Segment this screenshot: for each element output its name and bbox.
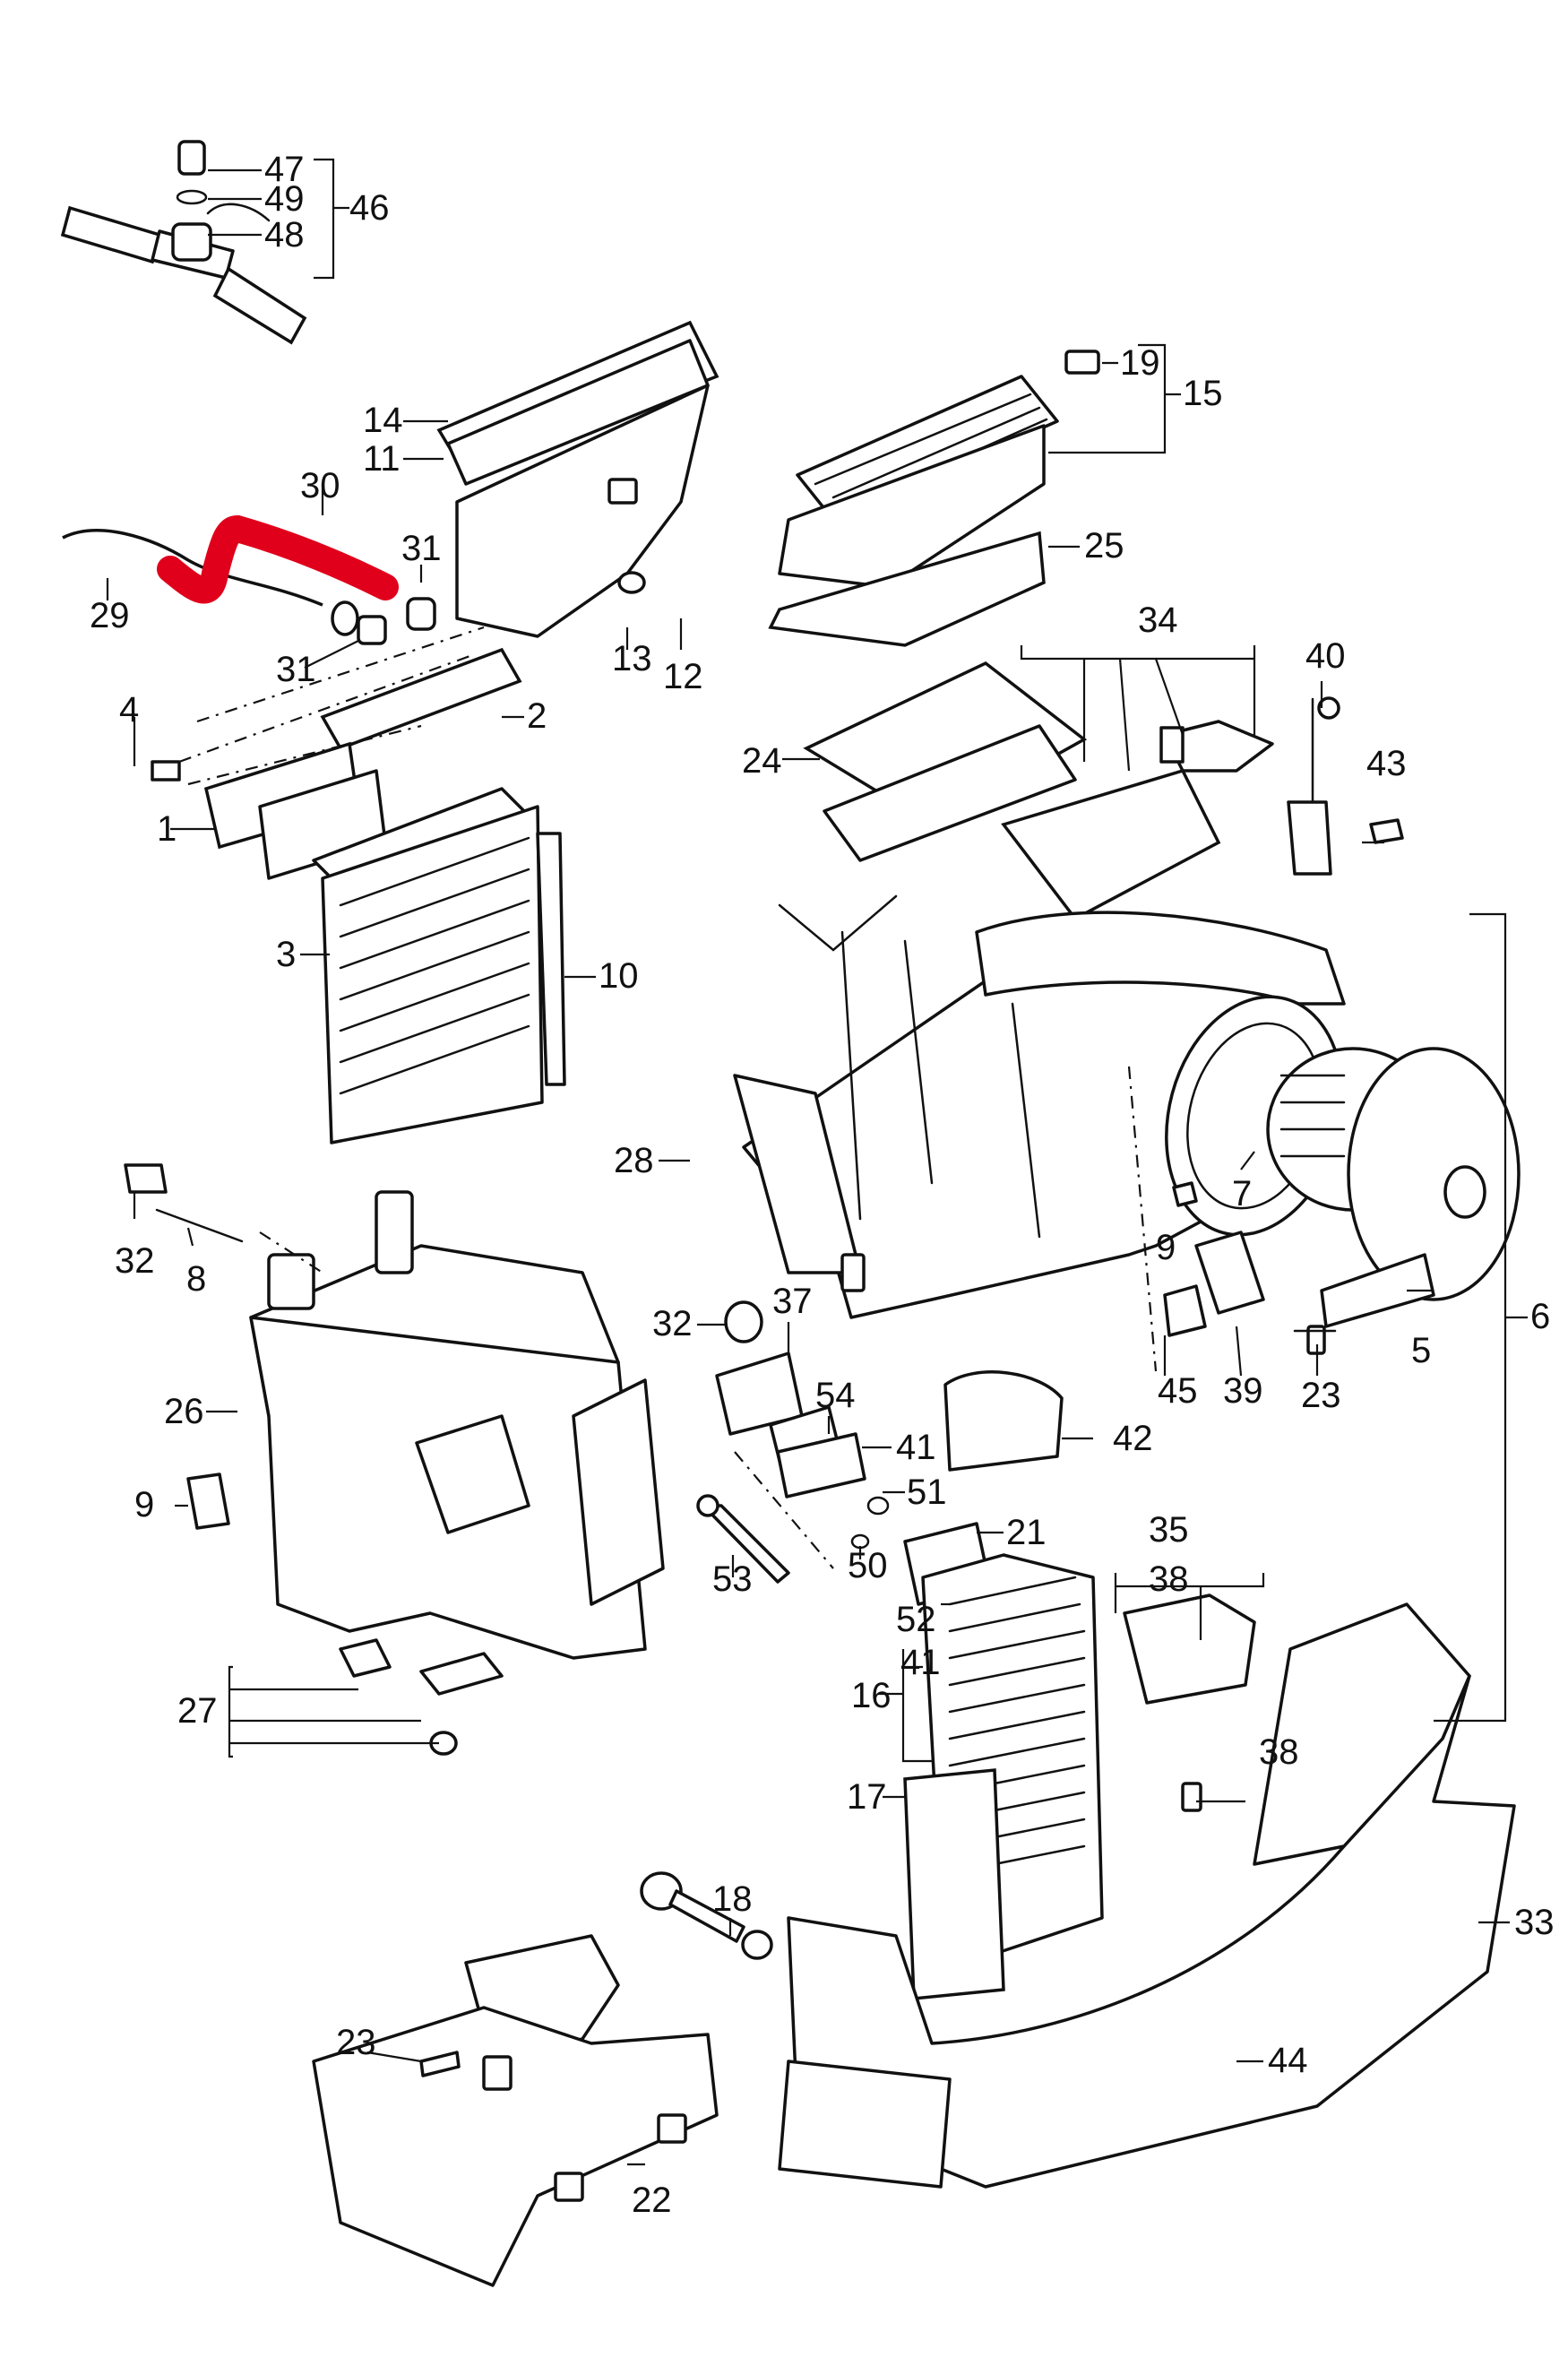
callout-52: 52 bbox=[896, 1600, 936, 1639]
callout-34: 34 bbox=[1138, 600, 1178, 640]
hoses bbox=[62, 514, 436, 645]
callout-1: 1 bbox=[157, 809, 177, 849]
blower-motor bbox=[1165, 995, 1521, 1328]
callout-labels: 47 49 48 46 19 15 14 11 30 25 31 29 13 1… bbox=[90, 150, 1555, 2220]
bolt-18 bbox=[640, 1871, 773, 1960]
callout-53: 53 bbox=[712, 1559, 753, 1599]
pollen-filter bbox=[768, 350, 1100, 647]
callout-50: 50 bbox=[848, 1546, 888, 1585]
main-housing bbox=[733, 894, 1346, 1319]
callout-41-lower: 41 bbox=[900, 1643, 941, 1682]
callout-32-left: 32 bbox=[115, 1241, 155, 1281]
callout-19: 19 bbox=[1120, 343, 1160, 383]
callout-26: 26 bbox=[164, 1392, 204, 1431]
callout-42: 42 bbox=[1113, 1419, 1153, 1458]
valve-assembly bbox=[60, 140, 307, 345]
callout-48: 48 bbox=[264, 215, 305, 255]
callout-10: 10 bbox=[599, 956, 639, 996]
callout-4: 4 bbox=[119, 690, 139, 730]
footwell-duct bbox=[312, 1934, 719, 2287]
callout-31-lower: 31 bbox=[276, 650, 316, 689]
callout-23-left: 23 bbox=[336, 2023, 376, 2062]
callout-11: 11 bbox=[363, 439, 401, 479]
callout-30: 30 bbox=[300, 466, 340, 505]
callout-18: 18 bbox=[712, 1879, 753, 1919]
callout-45: 45 bbox=[1158, 1371, 1198, 1411]
callout-35: 35 bbox=[1149, 1510, 1189, 1550]
assembly-lines bbox=[178, 626, 1158, 1569]
heater-core bbox=[151, 647, 566, 1144]
callout-49: 49 bbox=[264, 179, 305, 219]
upper-housing bbox=[803, 661, 1404, 921]
heater-hose-highlighted bbox=[157, 514, 399, 604]
callout-3: 3 bbox=[276, 935, 296, 974]
lower-housing bbox=[778, 1522, 1516, 2189]
callout-6: 6 bbox=[1530, 1297, 1550, 1336]
callout-31-upper: 31 bbox=[401, 529, 442, 568]
callout-47: 47 bbox=[264, 150, 305, 189]
callout-46: 46 bbox=[349, 188, 390, 228]
callout-14: 14 bbox=[363, 401, 403, 440]
callout-51: 51 bbox=[907, 1472, 947, 1512]
small-fittings bbox=[1163, 1181, 1337, 1355]
callout-5: 5 bbox=[1411, 1331, 1431, 1370]
callout-54: 54 bbox=[815, 1376, 856, 1415]
callout-12: 12 bbox=[663, 657, 703, 696]
callout-43: 43 bbox=[1366, 744, 1407, 783]
callout-38-upper: 38 bbox=[1149, 1559, 1189, 1599]
callout-24: 24 bbox=[742, 741, 782, 781]
callout-32-mid: 32 bbox=[652, 1304, 693, 1343]
callout-28: 28 bbox=[614, 1141, 654, 1180]
callout-9-left: 9 bbox=[134, 1485, 154, 1524]
leader-lines bbox=[106, 158, 1528, 2166]
callout-17: 17 bbox=[847, 1777, 887, 1817]
callout-7: 7 bbox=[1232, 1174, 1252, 1213]
callout-23-right: 23 bbox=[1301, 1376, 1341, 1415]
callout-15: 15 bbox=[1183, 374, 1223, 413]
callout-9-upper: 9 bbox=[1156, 1228, 1176, 1267]
callout-37: 37 bbox=[772, 1282, 813, 1321]
callout-27: 27 bbox=[177, 1691, 218, 1731]
mid-components bbox=[696, 1300, 1064, 1584]
callout-2: 2 bbox=[527, 696, 547, 736]
callout-8: 8 bbox=[186, 1259, 206, 1299]
callout-44: 44 bbox=[1268, 2041, 1308, 2080]
callout-33: 33 bbox=[1514, 1903, 1555, 1942]
callout-29: 29 bbox=[90, 596, 130, 635]
evaporator-housing bbox=[124, 1163, 665, 1756]
callout-22: 22 bbox=[632, 2181, 672, 2220]
callout-13: 13 bbox=[612, 639, 652, 678]
callout-39: 39 bbox=[1223, 1371, 1263, 1411]
callout-16: 16 bbox=[851, 1676, 892, 1715]
callout-41-mid: 41 bbox=[896, 1428, 936, 1467]
callout-21: 21 bbox=[1006, 1513, 1047, 1552]
callout-40: 40 bbox=[1305, 636, 1346, 676]
callout-25: 25 bbox=[1084, 526, 1124, 566]
callout-38-lower: 38 bbox=[1259, 1732, 1299, 1772]
air-inlet-duct bbox=[436, 320, 719, 638]
